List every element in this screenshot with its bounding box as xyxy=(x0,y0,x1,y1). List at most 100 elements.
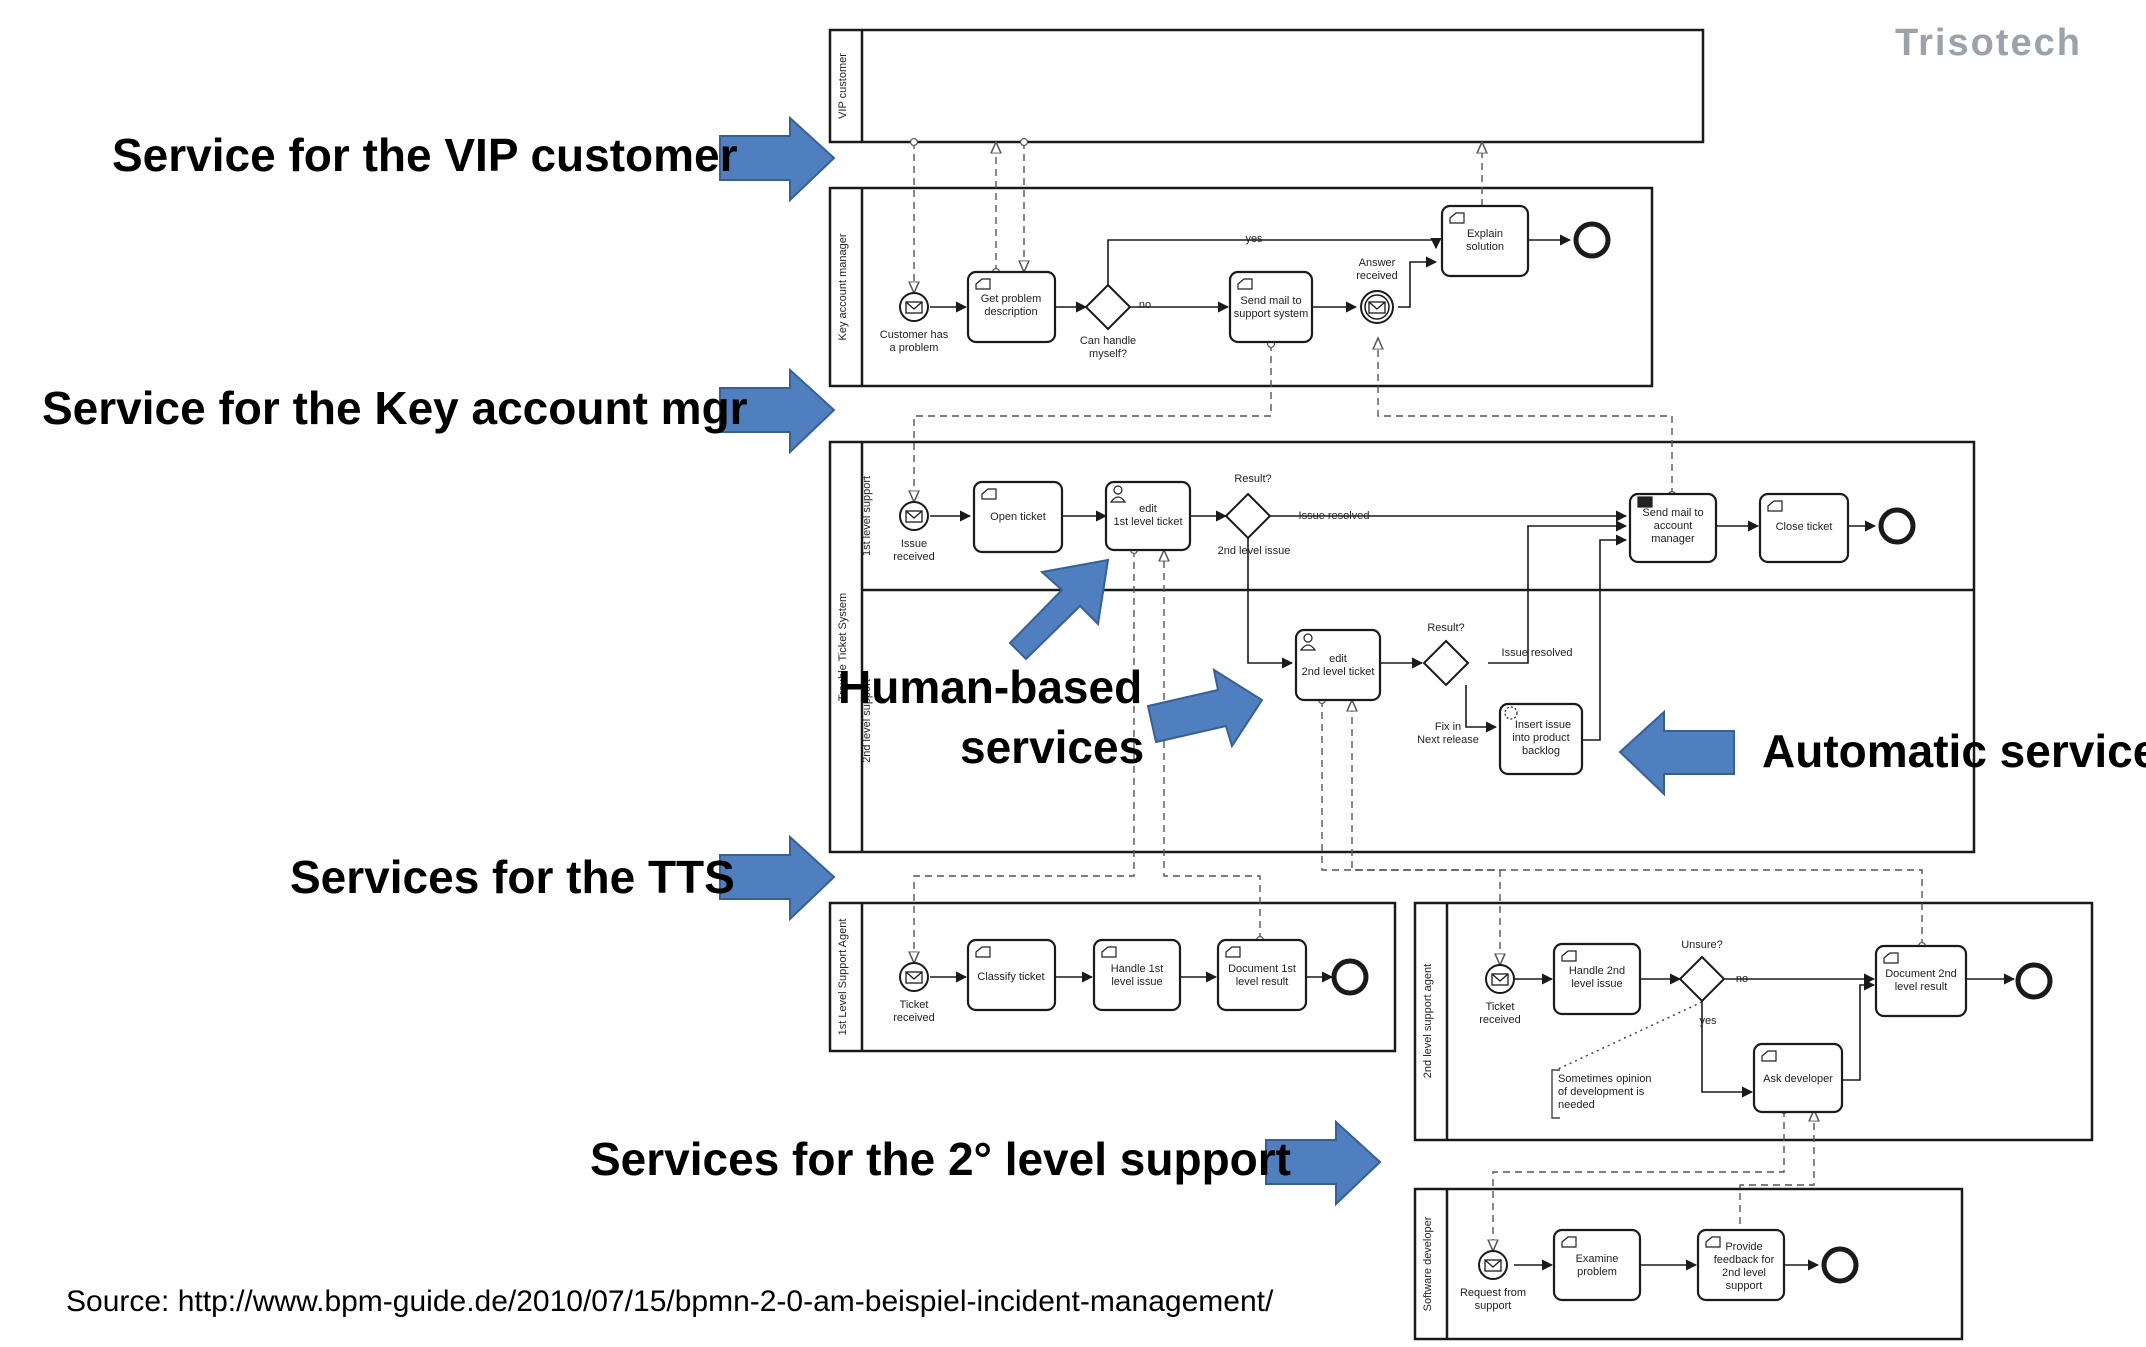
label-no: no xyxy=(1139,299,1151,311)
label-handle1-1: Handle 1st xyxy=(1111,963,1164,975)
label-ticket-received-2: received xyxy=(893,1012,935,1024)
label-send-mail-kam-2: account xyxy=(1654,520,1693,532)
label-examine-1: Examine xyxy=(1576,1253,1619,1265)
label-issue-resolved2: Issue resolved xyxy=(1502,647,1573,659)
label-document2-2: level result xyxy=(1895,981,1948,993)
label-close-ticket: Close ticket xyxy=(1776,521,1833,533)
pool-label-tts: Trouble Ticket System xyxy=(837,593,849,701)
label-result1: Result? xyxy=(1234,473,1271,485)
label-get-problem-1: Get problem xyxy=(981,293,1042,305)
label-send-mail-kam-3: manager xyxy=(1651,533,1695,545)
label-answer-2: received xyxy=(1356,270,1398,282)
label-2nd-level-issue: 2nd level issue xyxy=(1218,545,1291,557)
gateway-result-2 xyxy=(1422,639,1470,687)
label-insert-issue-2: into product xyxy=(1512,732,1569,744)
label-send-mail-support-1: Send mail to xyxy=(1240,295,1301,307)
person-icon xyxy=(1113,485,1123,495)
arrow-kam xyxy=(719,367,836,455)
label-open-ticket: Open ticket xyxy=(990,511,1046,523)
label-edit1-2: 1st level ticket xyxy=(1113,516,1182,528)
label-issue-received-1: Issue xyxy=(901,538,927,550)
label-edit2-2: 2nd level ticket xyxy=(1302,666,1375,678)
label-feedback-3: 2nd level xyxy=(1722,1267,1766,1279)
end-event-icon xyxy=(1878,507,1916,545)
user-task-icon xyxy=(1561,950,1577,962)
label-handle1-2: level issue xyxy=(1111,976,1162,988)
callout-human-2: services xyxy=(960,721,1145,773)
source-citation: Source: http://www.bpm-guide.de/2010/07/… xyxy=(66,1285,1274,1318)
label-ticket-received2-2: received xyxy=(1479,1014,1521,1026)
start-event-mail-icon xyxy=(899,501,929,531)
label-document1-1: Document 1st xyxy=(1228,963,1296,975)
label-send-mail-kam-1: Send mail to xyxy=(1642,507,1703,519)
task-insert-issue xyxy=(1498,702,1584,776)
callout-tts: Services for the TTS xyxy=(290,851,735,903)
user-task-icon xyxy=(1237,278,1253,290)
user-task-icon xyxy=(1705,1236,1721,1248)
pool-vip-customer xyxy=(828,28,1705,144)
label-customer-problem-2: a problem xyxy=(890,342,939,354)
label-get-problem-2: description xyxy=(984,306,1037,318)
label-examine-2: problem xyxy=(1577,1266,1617,1278)
script-task-icon xyxy=(1767,500,1783,512)
pool-label-agent2: 2nd level support agent xyxy=(1422,964,1434,1078)
arrow-2nd-level xyxy=(1265,1119,1382,1207)
gateway-can-handle xyxy=(1084,283,1132,331)
end-event-icon xyxy=(1331,958,1369,996)
callout-2nd-level: Services for the 2° level support xyxy=(590,1133,1291,1185)
label-issue-received-2: received xyxy=(893,551,935,563)
pool-label-agent1: 1st Level Support Agent xyxy=(837,919,849,1036)
label-request-2: support xyxy=(1475,1300,1512,1312)
label-unsure: Unsure? xyxy=(1681,939,1723,951)
arrow-human-2 xyxy=(1146,667,1264,749)
label-insert-issue-1: Insert issue xyxy=(1515,719,1571,731)
start-event-mail-icon xyxy=(899,962,929,992)
label-feedback-1: Provide xyxy=(1725,1241,1762,1253)
user-task-icon xyxy=(1225,946,1241,958)
user-task-icon xyxy=(975,946,991,958)
task-edit-2nd-level xyxy=(1294,628,1382,702)
label-ticket-received-1: Ticket xyxy=(900,999,929,1011)
label-can-handle-1: Can handle xyxy=(1080,335,1136,347)
lane-label-1st: 1st level support xyxy=(861,476,873,556)
annotation-line-1: Sometimes opinion xyxy=(1558,1073,1652,1085)
label-explain-1: Explain xyxy=(1467,228,1503,240)
start-event-mail-icon xyxy=(899,292,929,322)
start-event-mail-icon xyxy=(1478,1250,1508,1280)
label-unsure-no: no xyxy=(1736,973,1748,985)
lane-label-2nd: 2nd level support xyxy=(861,679,873,763)
end-event-icon xyxy=(1573,221,1611,259)
label-customer-problem-1: Customer has xyxy=(880,329,949,341)
label-can-handle-2: myself? xyxy=(1089,348,1127,360)
label-feedback-4: support xyxy=(1726,1280,1763,1292)
user-task-icon xyxy=(1883,952,1899,964)
label-issue-resolved1: Issue resolved xyxy=(1299,510,1370,522)
arrow-tts xyxy=(719,834,836,922)
user-task-icon xyxy=(975,278,991,290)
label-document1-2: level result xyxy=(1236,976,1289,988)
label-handle2-2: level issue xyxy=(1571,978,1622,990)
label-yes: yes xyxy=(1245,233,1263,245)
end-event-icon xyxy=(1821,1246,1859,1284)
gateway-result-1 xyxy=(1224,492,1272,540)
user-task-icon xyxy=(1449,212,1465,224)
arrow-vip xyxy=(719,115,836,203)
label-fix-1: Fix in xyxy=(1435,721,1461,733)
callout-human-1: Human-based xyxy=(838,661,1143,713)
script-task-icon xyxy=(981,488,997,500)
label-fix-2: Next release xyxy=(1417,734,1479,746)
person-icon xyxy=(1303,633,1313,643)
label-ask-developer: Ask developer xyxy=(1763,1073,1833,1085)
label-send-mail-support-2: support system xyxy=(1234,308,1309,320)
pool-label-dev: Software developer xyxy=(1422,1216,1434,1311)
pool-label-vip: VIP customer xyxy=(837,53,849,119)
annotation-line-2: of development is xyxy=(1558,1086,1645,1098)
gateway-unsure xyxy=(1678,955,1726,1003)
task-send-mail-kam xyxy=(1628,492,1718,564)
user-task-icon xyxy=(1761,1050,1777,1062)
user-task-icon xyxy=(1561,1236,1577,1248)
label-document2-1: Document 2nd xyxy=(1885,968,1957,980)
label-request-1: Request from xyxy=(1460,1287,1526,1299)
label-insert-issue-3: backlog xyxy=(1522,745,1560,757)
